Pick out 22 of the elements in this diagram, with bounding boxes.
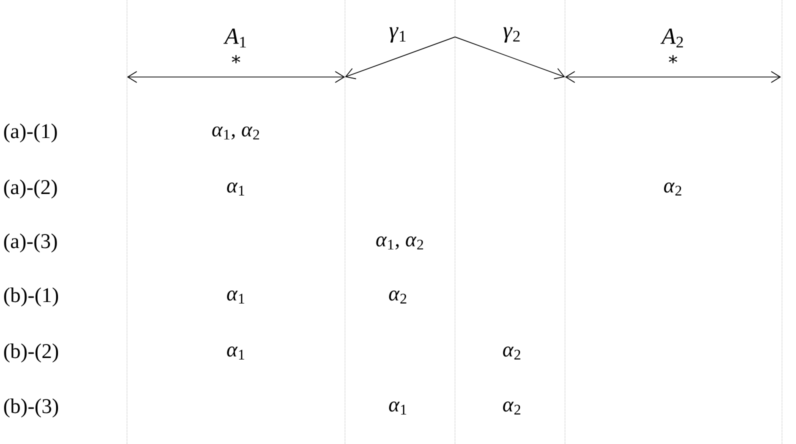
row-label: (a)-(3): [4, 234, 57, 252]
table-cell: α$_{1}$, α$_{2}$: [212, 126, 260, 140]
table-cell: α$_{1}$, α$_{2}$: [376, 236, 424, 250]
interval-label: γ$_{2}$: [503, 27, 520, 43]
table-cell: α$_{1}$: [389, 402, 406, 414]
row-label: (a)-(2): [4, 180, 57, 198]
table-cell: α$_{1}$: [227, 182, 244, 196]
asterisk-mark: ∗: [232, 55, 240, 64]
row-label: (b)-(2): [4, 344, 58, 362]
table-cell: α$_{2}$: [503, 402, 520, 414]
interval-label: A$_{1}$: [223, 28, 246, 48]
table-cell: α$_{1}$: [227, 290, 244, 304]
table-cell: α$_{1}$: [227, 346, 244, 360]
table-cell: α$_{2}$: [389, 290, 406, 304]
table-cell: α$_{2}$: [664, 182, 682, 196]
interval-label: γ$_{1}$: [389, 27, 406, 43]
row-label: (a)-(1): [4, 124, 57, 142]
row-label: (b)-(1): [4, 288, 58, 306]
interval-label: A$_{2}$: [660, 28, 683, 48]
row-label: (b)-(3): [4, 398, 58, 418]
asterisk-mark: ∗: [668, 55, 678, 64]
table-cell: α$_{2}$: [503, 346, 520, 360]
